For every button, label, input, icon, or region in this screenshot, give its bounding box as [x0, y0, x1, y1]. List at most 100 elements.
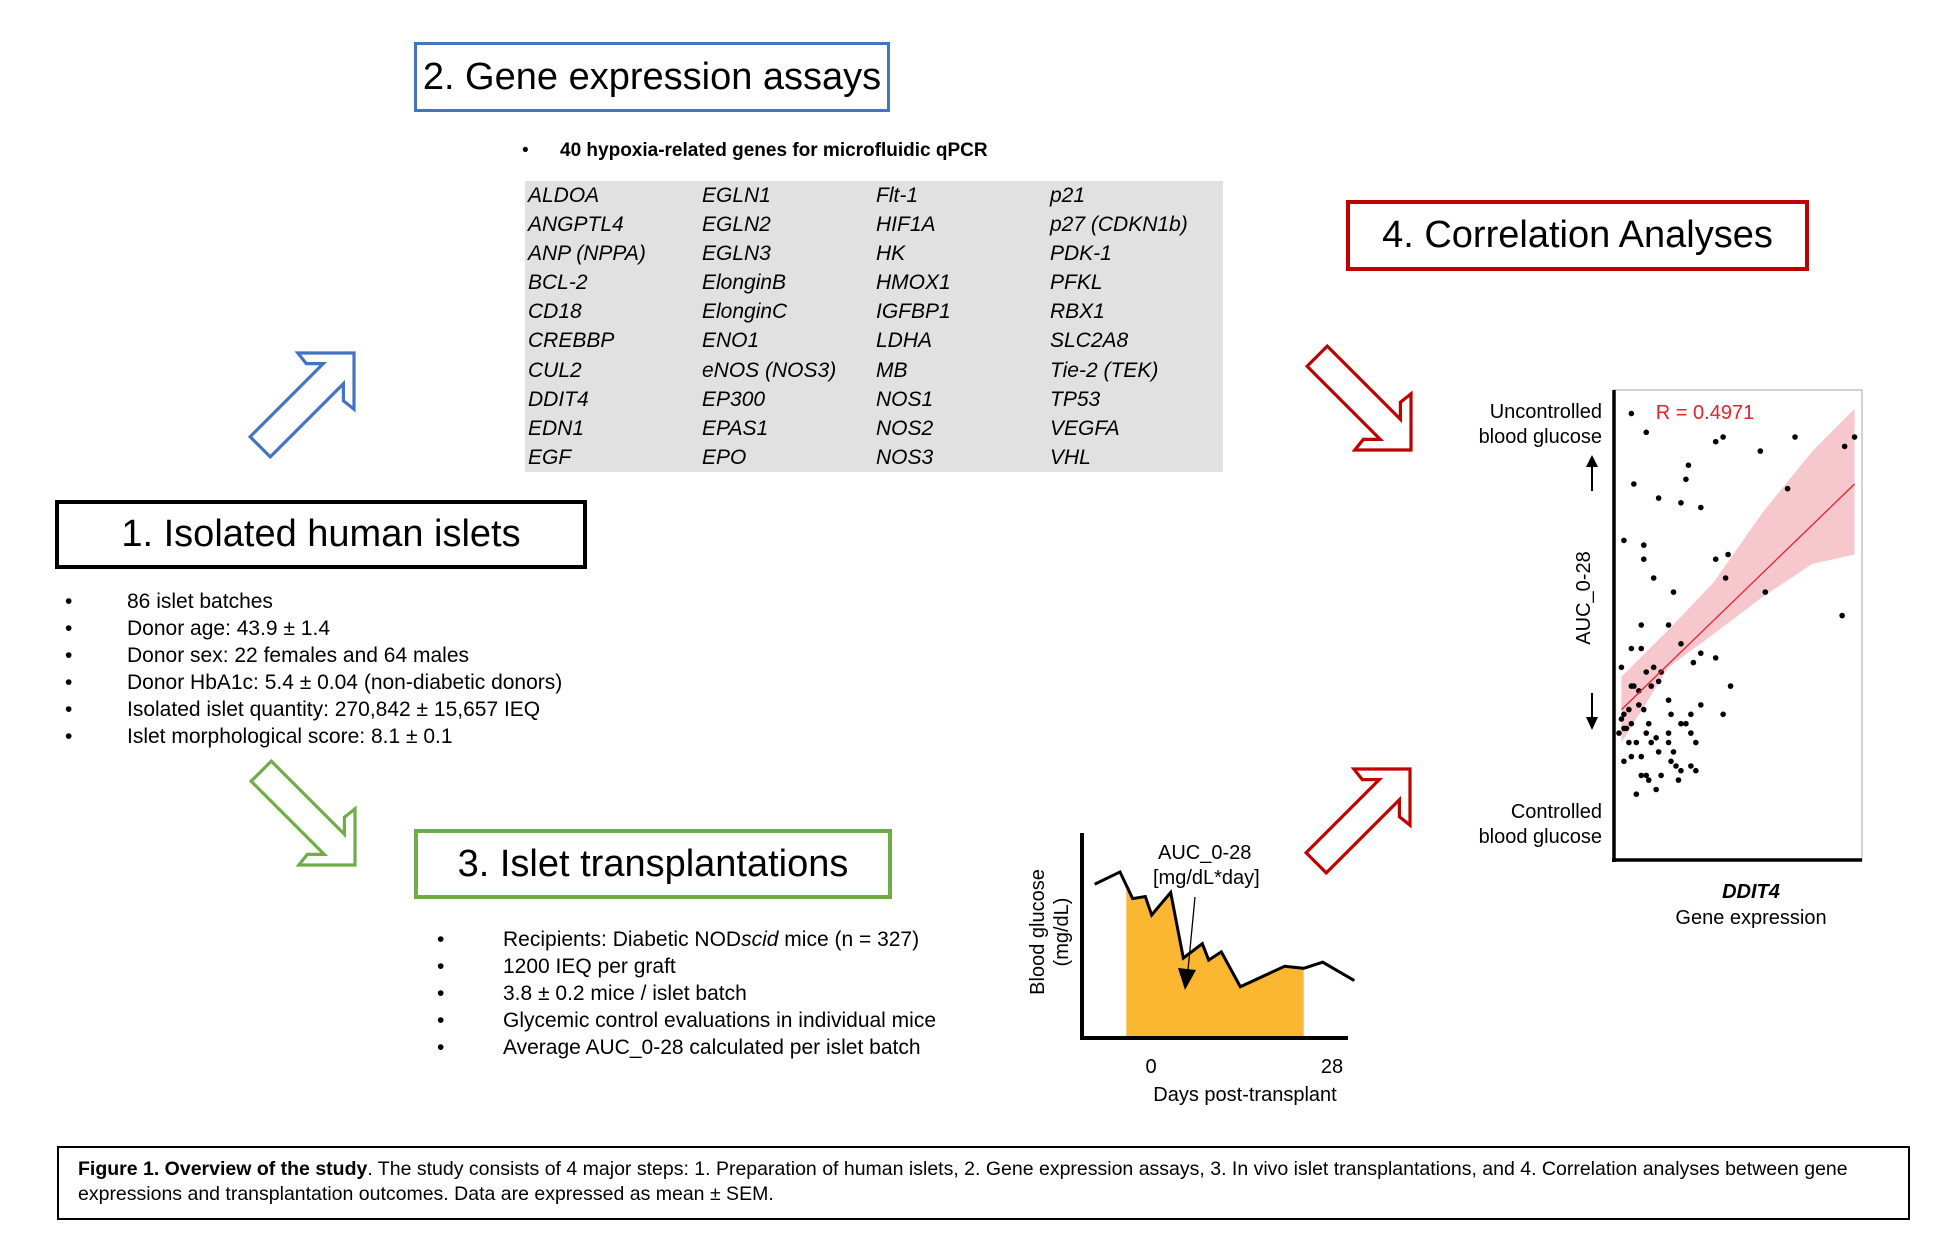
glucose-xtick-28: 28 — [1321, 1056, 1343, 1078]
scatter-point — [1636, 702, 1642, 708]
step1-details-list: •86 islet batches•Donor age: 43.9 ± 1.4•… — [65, 588, 562, 750]
bullet: • — [522, 140, 529, 161]
ylabel-bottom-line1: Controlled — [1511, 801, 1602, 823]
scatter-point — [1640, 542, 1647, 548]
scatter-point — [1638, 753, 1645, 760]
scatter-point — [1784, 485, 1791, 492]
gene-cell: CD18 — [528, 300, 582, 324]
gene-cell: Tie-2 (TEK) — [1050, 358, 1159, 382]
scatter-point — [1792, 434, 1798, 440]
gene-cell: EPAS1 — [702, 416, 769, 440]
confidence-band — [1621, 408, 1855, 743]
correlation-annotation: R = 0.4971 — [1656, 402, 1754, 424]
gene-cell: ENO1 — [702, 329, 760, 353]
gene-cell: VEGFA — [1050, 416, 1120, 440]
scatter-point — [1722, 575, 1729, 581]
gene-cell: EDN1 — [528, 416, 585, 440]
step1-detail-text: Donor sex: 22 females and 64 males — [127, 644, 470, 667]
scatter-point — [1678, 767, 1684, 774]
caption-title: Figure 1. Overview of the study — [78, 1158, 368, 1180]
scatter-point — [1650, 575, 1657, 581]
scatter-point — [1690, 659, 1697, 666]
auc-pointer-line — [1187, 896, 1196, 971]
step1-title: 1. Isolated human islets — [121, 513, 521, 555]
scatter-point — [1678, 720, 1684, 727]
scatter-point — [1628, 410, 1635, 417]
step3-detail-text: Average AUC_0-28 calculated per islet ba… — [503, 1036, 921, 1059]
gene-cell: BCL-2 — [528, 271, 588, 295]
scatter-point — [1841, 443, 1848, 450]
gene-cell: MB — [876, 358, 908, 382]
step1-detail-text: Islet morphological score: 8.1 ± 0.1 — [127, 725, 453, 748]
scatter-point — [1762, 589, 1769, 595]
glucose-auc-chart: Blood glucose (mg/dL) AUC_0-28 [mg/dL*da… — [1027, 833, 1356, 1106]
step1-detail-item: •Donor HbA1c: 5.4 ± 0.04 (non-diabetic d… — [65, 669, 562, 696]
gene-cell: EP300 — [702, 387, 766, 411]
scatter-point — [1640, 556, 1647, 562]
scatter-point — [1668, 711, 1674, 718]
bullet: • — [65, 617, 73, 640]
auc-annotation-line2: [mg/dL*day] — [1153, 867, 1260, 889]
gene-cell: CREBBP — [528, 329, 615, 353]
scatter-point — [1621, 537, 1627, 544]
scatter-point — [1638, 622, 1645, 628]
scatter-point — [1668, 758, 1674, 765]
scatter-point — [1648, 683, 1654, 689]
scatter-xlabel: Gene expression — [1675, 907, 1826, 929]
gene-cell: RBX1 — [1050, 300, 1105, 324]
arrow-3-to-4-icon — [1303, 767, 1412, 876]
scatter-point — [1626, 739, 1632, 746]
scatter-point — [1675, 777, 1682, 783]
scatter-point — [1653, 735, 1659, 741]
scatter-point — [1688, 730, 1694, 736]
scatter-point — [1665, 739, 1672, 746]
bullet: • — [437, 928, 445, 951]
scatter-point — [1638, 772, 1645, 779]
scatter-point — [1653, 786, 1659, 793]
gene-cell: PFKL — [1050, 271, 1103, 295]
gene-cell: EGLN2 — [702, 213, 771, 237]
step1-detail-text: 86 islet batches — [127, 590, 273, 613]
scatter-point — [1683, 720, 1689, 727]
glucose-ylabel-line2: (mg/dL) — [1051, 898, 1073, 967]
glucose-ylabel-line1: Blood glucose — [1027, 869, 1049, 995]
step3-detail-text: 1200 IEQ per graft — [503, 955, 676, 978]
scatter-point — [1665, 697, 1672, 703]
step1-title-box: 1. Isolated human islets — [55, 500, 587, 569]
bullet: • — [437, 1009, 445, 1032]
arrow-1-to-2-icon — [247, 351, 356, 460]
ylabel-top-line2: blood glucose — [1479, 426, 1602, 448]
scatter-point — [1645, 777, 1652, 783]
regression-line — [1620, 483, 1856, 711]
scatter-point — [1643, 772, 1650, 779]
gene-cell: p21 — [1050, 184, 1086, 207]
scatter-point — [1670, 589, 1677, 595]
gene-panel-heading-text: 40 hypoxia-related genes for microfluidi… — [560, 140, 988, 161]
step1-detail-item: •Isolated islet quantity: 270,842 ± 15,6… — [65, 696, 562, 723]
gene-cell: PDK-1 — [1050, 242, 1112, 266]
scatter-point — [1643, 429, 1650, 436]
scatter-point — [1678, 500, 1684, 506]
scatter-point — [1712, 655, 1719, 661]
glucose-xlabel: Days post-transplant — [1153, 1084, 1337, 1106]
scatter-point — [1638, 645, 1645, 652]
scatter-point — [1665, 730, 1672, 736]
gene-cell: ElonginB — [702, 271, 787, 295]
step3-detail-item: •Glycemic control evaluations in individ… — [437, 1007, 936, 1034]
auc-shaded-area — [1126, 885, 1304, 1038]
gene-cell: NOS3 — [876, 445, 934, 469]
step3-detail-item: •3.8 ± 0.2 mice / islet batch — [437, 980, 936, 1007]
scatter-point — [1623, 725, 1630, 732]
scatter-point — [1693, 739, 1699, 746]
gene-cell: HIF1A — [876, 213, 936, 237]
scatter-point — [1688, 763, 1694, 769]
gene-cell: DDIT4 — [528, 387, 589, 411]
bullet: • — [437, 982, 445, 1005]
scatter-point — [1725, 551, 1731, 558]
gene-cell: p27 (CDKN1b) — [1050, 213, 1188, 237]
step3-detail-text-end: mice (n = 327) — [778, 928, 920, 951]
step2-title: 2. Gene expression assays — [422, 55, 882, 98]
scatter-point — [1658, 772, 1664, 779]
scatter-point — [1727, 683, 1734, 689]
scatter-point — [1621, 711, 1627, 718]
